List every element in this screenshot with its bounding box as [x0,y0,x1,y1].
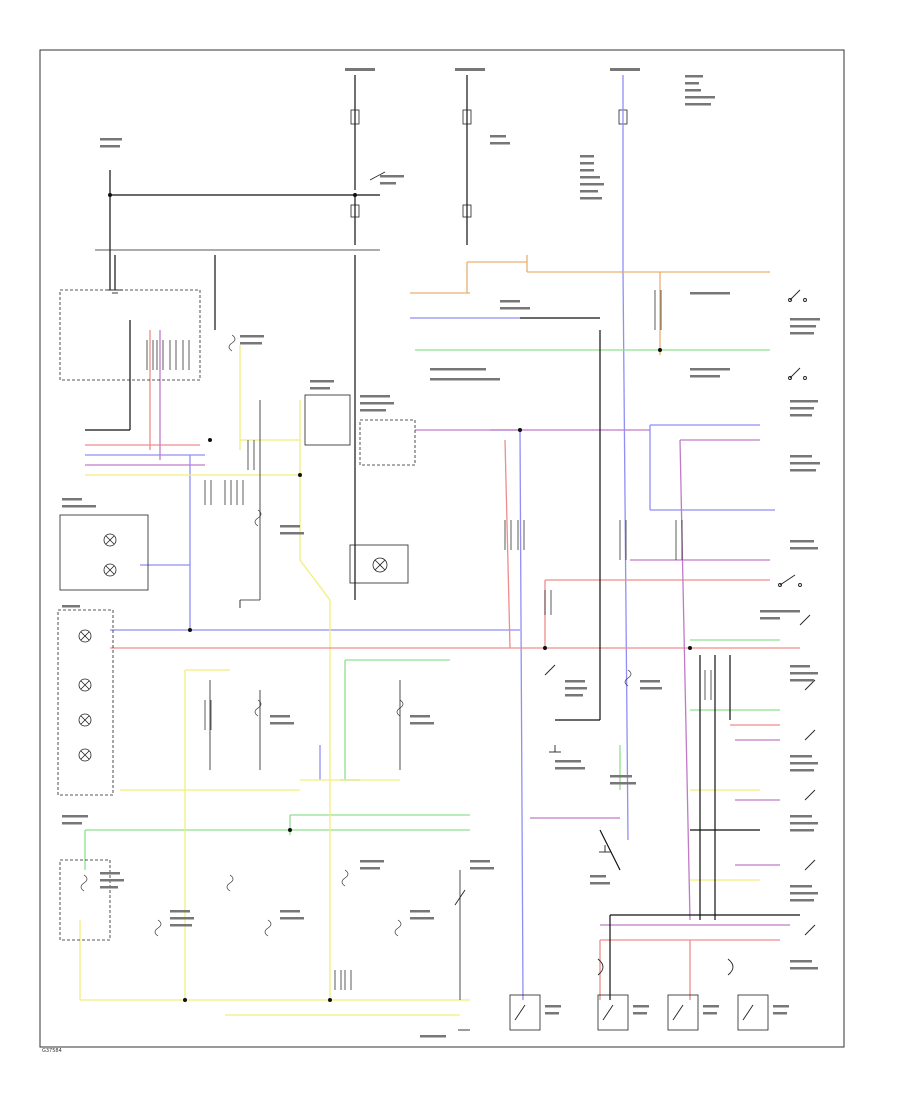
purple-wires [85,330,790,926]
yellow-wires [79,345,760,1016]
blue-wires [85,75,775,1001]
diagram-code: G37584 [42,1048,62,1054]
orange-wires [410,255,770,355]
component-boxes [57,289,769,1031]
connector-marks [146,290,712,990]
bulb-symbols [80,334,632,937]
diagram-frame [39,49,845,1048]
power-feed-wires [95,75,468,600]
junction-dots [108,193,692,1002]
black-wires [85,317,800,1000]
green-wires [84,349,780,870]
switch-symbols [454,289,816,1021]
lamp-symbols [78,533,388,762]
ground-symbols [107,289,611,1031]
label-placeholders [62,68,820,1038]
red-wires [85,330,800,1000]
